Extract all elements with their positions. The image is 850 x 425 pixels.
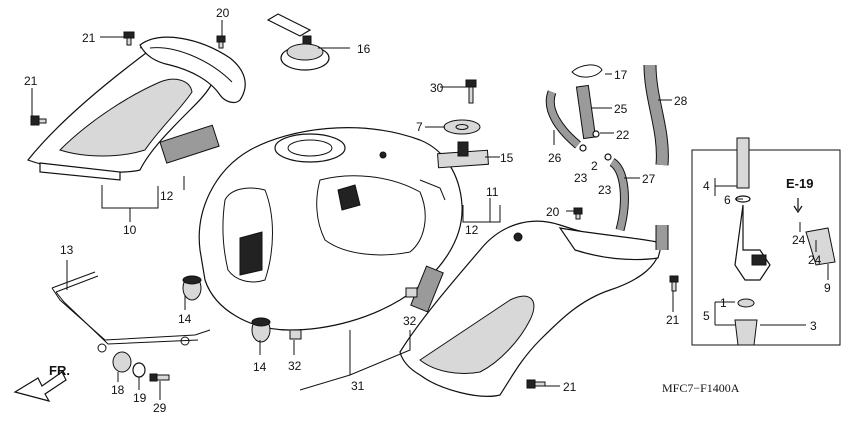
front-label: FR. xyxy=(49,363,70,378)
screw-21-left xyxy=(30,115,47,126)
arrow-down-icon xyxy=(793,198,803,214)
callout-28: 28 xyxy=(674,94,688,108)
callout-31: 31 xyxy=(351,379,365,393)
callout-14b: 14 xyxy=(253,360,267,374)
callout-23b: 23 xyxy=(598,183,612,197)
clip-23-left xyxy=(579,144,587,152)
callout-14a: 14 xyxy=(178,312,192,326)
callout-20b: 20 xyxy=(546,205,560,219)
collar-19 xyxy=(132,362,146,378)
callout-27: 27 xyxy=(642,172,656,186)
callout-21a: 21 xyxy=(82,31,96,45)
screw-21-right xyxy=(669,275,679,292)
callout-32a: 32 xyxy=(288,359,302,373)
fuel-cap xyxy=(266,13,330,71)
callout-32b: 32 xyxy=(403,314,417,328)
rubber-14-center xyxy=(251,317,271,343)
callout-9: 9 xyxy=(824,281,831,295)
left-shroud xyxy=(27,42,217,181)
hose-25 xyxy=(575,84,597,140)
callout-1: 1 xyxy=(720,296,727,310)
screw-21-topleft xyxy=(123,31,135,46)
callout-18: 18 xyxy=(111,383,125,397)
petcock-box xyxy=(691,149,841,346)
bolt-30 xyxy=(465,79,477,104)
callout-17: 17 xyxy=(614,68,628,82)
filter-5 xyxy=(734,298,758,346)
callout-20a: 20 xyxy=(216,6,230,20)
rubber-18 xyxy=(112,351,132,373)
callout-24b: 24 xyxy=(808,253,822,267)
callout-5: 5 xyxy=(703,309,710,323)
callout-6: 6 xyxy=(724,193,731,207)
cushion-32-right xyxy=(405,287,418,298)
callout-10: 10 xyxy=(123,223,137,237)
cushion-32-left xyxy=(289,329,302,340)
fuel-valve xyxy=(734,137,771,281)
callout-11: 11 xyxy=(486,185,499,199)
clip-17 xyxy=(571,64,603,78)
callout-21c: 21 xyxy=(666,313,680,327)
rubber-14-left xyxy=(182,275,202,301)
foam-pad-right xyxy=(410,265,444,313)
callout-2: 2 xyxy=(591,159,598,173)
callout-23a: 23 xyxy=(574,171,588,185)
callout-numbers: 21 20 21 16 12 10 13 14 14 32 32 31 18 1… xyxy=(24,6,831,415)
callout-26: 26 xyxy=(548,151,562,165)
right-shroud xyxy=(399,220,663,397)
upper-left-bracket xyxy=(139,36,246,104)
callout-12b: 12 xyxy=(465,223,479,237)
fuel-tank xyxy=(198,127,463,331)
diagram-code: MFC7−F1400A xyxy=(662,381,740,395)
callout-24a: 24 xyxy=(792,233,806,247)
hose-9 xyxy=(805,227,836,266)
clip-23-right xyxy=(604,153,612,161)
clip-22 xyxy=(592,130,600,138)
callout-13: 13 xyxy=(60,243,74,257)
front-arrow-icon xyxy=(13,371,67,402)
stay-bracket xyxy=(51,271,211,353)
foam-pad-left xyxy=(159,124,220,164)
callout-22: 22 xyxy=(616,128,630,142)
callout-30: 30 xyxy=(430,81,444,95)
bolt-29 xyxy=(149,373,170,382)
callout-21d: 21 xyxy=(563,380,577,394)
callout-19: 19 xyxy=(133,391,147,405)
screw-20-top xyxy=(216,35,226,49)
leader-lines xyxy=(31,20,829,400)
callout-15: 15 xyxy=(500,151,514,165)
callout-7: 7 xyxy=(416,120,423,134)
callout-12a: 12 xyxy=(160,189,174,203)
grommet xyxy=(443,119,481,135)
screw-20-mid xyxy=(573,207,583,220)
screw-21-bottom xyxy=(526,379,546,389)
callout-4: 4 xyxy=(703,179,710,193)
callout-25: 25 xyxy=(614,102,628,116)
section-reference: E-19 xyxy=(786,176,813,191)
callout-29: 29 xyxy=(153,401,167,415)
fuel-sensor xyxy=(437,141,489,169)
callout-16: 16 xyxy=(357,42,371,56)
callout-21b: 21 xyxy=(24,74,38,88)
callout-3: 3 xyxy=(810,319,817,333)
